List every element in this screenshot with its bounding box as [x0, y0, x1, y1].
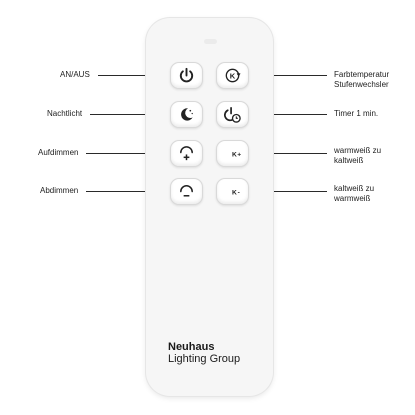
- label-dim-down: Abdimmen: [40, 186, 79, 195]
- moon-stars-icon: [181, 108, 193, 121]
- leader-line-color-temp: [247, 75, 327, 76]
- label-cold-to-warm-line2: warmweiß: [334, 194, 371, 203]
- label-color-temp: Farbtemperatur Stufenwechsler: [334, 70, 389, 90]
- dim-up-button[interactable]: [170, 140, 203, 167]
- power-icon: [179, 67, 194, 83]
- label-warm-to-cold: warmweiß zu kaltweiß: [334, 146, 381, 166]
- dim-down-button[interactable]: [170, 178, 203, 205]
- night-light-button[interactable]: [170, 101, 203, 128]
- ir-window: [204, 39, 217, 44]
- svg-text:-: -: [238, 189, 240, 196]
- color-temp-cycle-button[interactable]: K: [216, 62, 249, 89]
- leader-line-night-light: [90, 114, 170, 115]
- label-on-off: AN/AUS: [60, 70, 90, 79]
- label-timer: Timer 1 min.: [334, 109, 379, 118]
- leader-line-on-off: [98, 75, 170, 76]
- leader-line-cold-to-warm: [247, 191, 327, 192]
- label-color-temp-line2: Stufenwechsler: [334, 80, 389, 89]
- svg-text:K: K: [232, 151, 237, 158]
- dome-minus-icon: [180, 185, 193, 197]
- leader-line-dim-up: [86, 153, 170, 154]
- timer-button[interactable]: [216, 101, 249, 128]
- label-warm-to-cold-line2: kaltweiß: [334, 156, 364, 165]
- svg-text:K: K: [232, 189, 237, 196]
- moon-k-plus-icon: K +: [225, 147, 241, 160]
- remote-control: K: [146, 18, 273, 396]
- label-cold-to-warm-line1: kaltweiß zu: [334, 184, 375, 193]
- k-cycle-icon: K: [225, 68, 241, 83]
- svg-text:+: +: [237, 151, 241, 158]
- label-night-light: Nachtlicht: [47, 109, 83, 118]
- moon-k-minus-icon: K -: [225, 185, 240, 198]
- leader-line-warm-to-cold: [247, 153, 327, 154]
- power-button[interactable]: [170, 62, 203, 89]
- label-warm-to-cold-line1: warmweiß zu: [334, 146, 382, 155]
- leader-line-timer: [247, 114, 327, 115]
- brand-tagline: Lighting Group: [168, 353, 241, 365]
- brand-logo: Neuhaus Lighting Group: [168, 341, 240, 366]
- brand-name: Neuhaus: [168, 341, 215, 353]
- label-color-temp-line1: Farbtemperatur: [334, 70, 390, 79]
- warm-to-cold-button[interactable]: K +: [216, 140, 249, 167]
- svg-text:K: K: [230, 71, 236, 80]
- label-cold-to-warm: kaltweiß zu warmweiß: [334, 184, 374, 204]
- label-dim-up: Aufdimmen: [38, 148, 79, 157]
- dome-plus-icon: [180, 146, 193, 161]
- power-clock-icon: [224, 106, 241, 123]
- leader-line-dim-down: [86, 191, 170, 192]
- cold-to-warm-button[interactable]: K -: [216, 178, 249, 205]
